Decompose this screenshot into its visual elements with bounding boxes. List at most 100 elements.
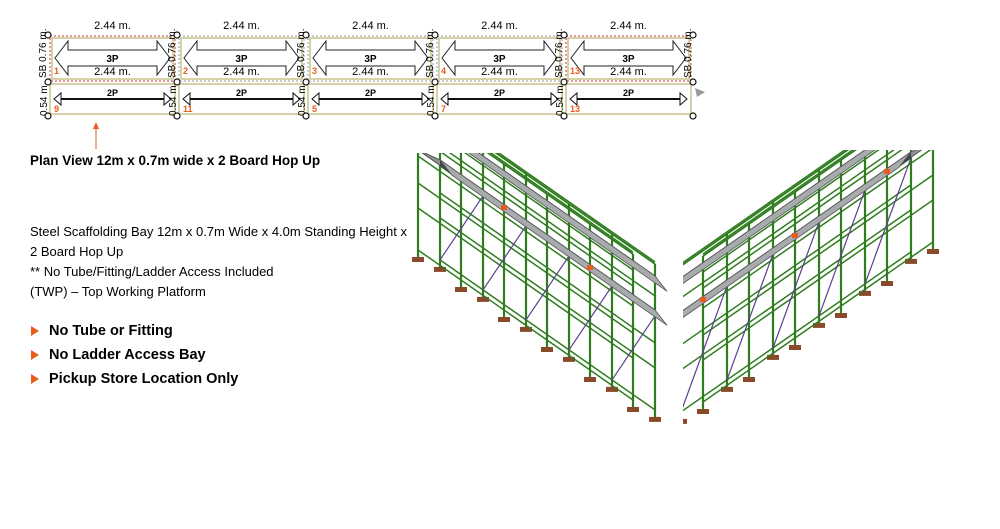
standard-node <box>689 112 697 120</box>
base-plate <box>627 407 639 412</box>
ledger-rail <box>702 241 934 403</box>
ledger-rail <box>702 150 880 273</box>
bay-inner-outline <box>438 37 561 80</box>
platform-label-3p: 3P <box>622 54 635 65</box>
coupler-clip <box>587 265 593 270</box>
diagonal-brace <box>772 221 820 349</box>
standard-node <box>44 78 52 86</box>
platform-label-3p: 3P <box>235 54 248 65</box>
ledger-rail <box>702 150 932 309</box>
end-marker-icon <box>695 88 705 97</box>
bay-inner-outline <box>567 37 690 80</box>
hopup-outline <box>178 83 305 115</box>
bay-inner-width-label: 2.44 m. <box>481 66 518 78</box>
standard-node <box>302 112 310 120</box>
bay-number: 11 <box>183 104 193 114</box>
guard-rail <box>494 153 656 265</box>
side-board-label: SB 0.76 m. <box>38 29 49 78</box>
arrow-head-left-icon <box>569 91 578 107</box>
bay-inner-width-label: 2.44 m. <box>352 66 389 78</box>
platform-label-2p: 2P <box>365 88 376 98</box>
bay-outline-dashed <box>178 35 305 82</box>
bay-width-label: 2.44 m. <box>352 20 389 32</box>
base-plate <box>649 416 661 422</box>
bay-outline-dashed <box>307 35 434 82</box>
bay-outline-dashed <box>49 35 176 82</box>
base-plate <box>881 281 893 286</box>
base-plate <box>743 377 755 382</box>
standard-node <box>44 31 52 39</box>
diagonal-brace <box>568 285 613 351</box>
bay-width-label: 2.44 m. <box>481 20 518 32</box>
diagonal-brace <box>525 255 570 321</box>
plan-view-caption: Plan View 12m x 0.7m wide x 2 Board Hop … <box>30 153 321 168</box>
bay-width-label: 2.44 m. <box>610 20 647 32</box>
hopup-side-label: 0.54 m. <box>426 83 437 116</box>
diagonal-brace <box>439 195 484 261</box>
description-line-2: 2 Board Hop Up <box>30 244 124 259</box>
hopup-board <box>468 153 668 292</box>
isometric-scaffold-right-view <box>683 150 939 424</box>
base-plate <box>835 313 847 318</box>
bay-inner-width-label: 2.44 m. <box>610 66 647 78</box>
ledger-rail <box>702 150 903 289</box>
base-plate <box>498 317 510 322</box>
bay-inner-width-label: 2.44 m. <box>223 66 260 78</box>
base-plate <box>606 386 618 392</box>
caption-pointer-arrow-icon <box>93 122 99 129</box>
bay-number: 13 <box>570 66 580 76</box>
base-plate <box>789 345 801 350</box>
bay-inner-outline <box>51 37 174 80</box>
side-board-label: SB 0.76 m. <box>554 29 565 78</box>
bay-number: 3 <box>312 66 317 76</box>
arrow-head-right-icon <box>163 91 172 107</box>
base-plate <box>541 347 553 352</box>
bay-inner-width-label: 2.44 m. <box>94 66 131 78</box>
ledger-rail <box>448 153 656 297</box>
side-board-label: SB 0.76 m. <box>683 29 694 78</box>
hopup-side-label: 0.54 m. <box>168 83 179 116</box>
arrow-head-left-icon <box>53 91 62 107</box>
standard-node <box>689 78 697 86</box>
base-plate <box>455 287 467 292</box>
description-line-4: (TWP) – Top Working Platform <box>30 284 206 299</box>
side-board-label: SB 0.76 m. <box>425 29 436 78</box>
standard-node <box>302 78 310 86</box>
feature-list: No Tube or Fitting No Ladder Access Bay … <box>30 321 238 393</box>
base-plate <box>412 257 424 262</box>
arrow-head-right-icon <box>550 91 559 107</box>
standard-node <box>44 112 52 120</box>
hopup-outline <box>307 83 434 115</box>
bay-number: 5 <box>312 104 317 114</box>
platform-label-3p: 3P <box>493 54 506 65</box>
standard-node <box>431 78 439 86</box>
platform-label-2p: 2P <box>623 88 634 98</box>
guard-rail <box>486 153 634 255</box>
product-description: Steel Scaffolding Bay 12m x 0.7m Wide x … <box>30 222 407 302</box>
arrow-head-right-icon <box>292 91 301 107</box>
standard-node <box>560 112 568 120</box>
hopup-outline <box>49 83 176 115</box>
standard-node <box>302 31 310 39</box>
description-line-3: ** No Tube/Fitting/Ladder Access Include… <box>30 264 274 279</box>
ledger-rail <box>489 153 634 253</box>
ledger-rail <box>463 153 634 271</box>
diagonal-brace <box>818 189 866 317</box>
side-board-label: SB 0.76 m. <box>296 29 307 78</box>
feature-item-pickup: Pickup Store Location Only <box>30 369 238 393</box>
bay-number: 13 <box>570 104 580 114</box>
platform-label-2p: 2P <box>494 88 505 98</box>
bay-width-label: 2.44 m. <box>94 20 131 32</box>
ledger-rail <box>683 150 847 264</box>
ledger-rail <box>417 249 634 401</box>
feature-label: Pickup Store Location Only <box>49 371 239 387</box>
base-plate <box>905 258 917 264</box>
feature-label: No Ladder Access Bay <box>49 347 206 363</box>
double-arrow-icon <box>570 39 687 77</box>
ledger-rail <box>417 207 634 359</box>
standard-node <box>560 31 568 39</box>
standard-node <box>431 31 439 39</box>
standard-node <box>173 78 181 86</box>
base-plate <box>584 377 596 382</box>
ledger-rail <box>702 150 854 255</box>
